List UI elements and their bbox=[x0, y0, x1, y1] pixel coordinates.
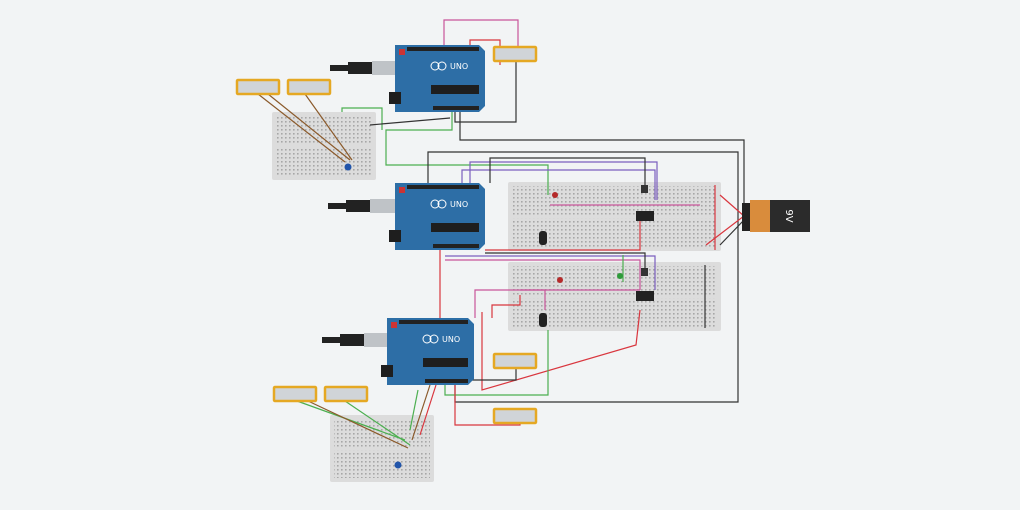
arduino-uno-3[interactable]: UNO bbox=[322, 318, 474, 385]
led[interactable] bbox=[552, 192, 558, 198]
usb-plug bbox=[340, 334, 364, 346]
power-jack[interactable] bbox=[381, 365, 393, 377]
wire[interactable] bbox=[344, 400, 411, 446]
wire[interactable] bbox=[409, 389, 419, 431]
wire[interactable] bbox=[485, 215, 641, 251]
wire[interactable] bbox=[485, 252, 646, 270]
wire[interactable] bbox=[469, 161, 658, 200]
capacitor[interactable] bbox=[539, 231, 547, 245]
wire[interactable] bbox=[296, 400, 406, 441]
wire[interactable] bbox=[341, 107, 383, 130]
reset-button[interactable] bbox=[391, 322, 397, 328]
wire[interactable] bbox=[369, 117, 451, 126]
power-jack[interactable] bbox=[389, 92, 401, 104]
ic-chip[interactable] bbox=[636, 211, 654, 221]
reset-button[interactable] bbox=[399, 49, 405, 55]
wire[interactable] bbox=[445, 259, 641, 290]
wire[interactable] bbox=[304, 93, 353, 161]
sensor-module[interactable] bbox=[286, 78, 332, 96]
sensor-module[interactable] bbox=[492, 45, 538, 63]
usb-cable bbox=[330, 65, 348, 71]
led[interactable] bbox=[557, 277, 563, 283]
transistor[interactable] bbox=[641, 268, 648, 276]
wire[interactable] bbox=[445, 255, 656, 290]
usb-plug bbox=[346, 200, 370, 212]
sensor-module[interactable] bbox=[323, 385, 369, 403]
sensor-module[interactable] bbox=[492, 407, 538, 425]
power-jack[interactable] bbox=[389, 230, 401, 242]
arduino-logo bbox=[430, 61, 440, 71]
button-cap[interactable] bbox=[344, 163, 352, 171]
arduino-uno-1[interactable]: UNO bbox=[330, 45, 485, 112]
wire[interactable] bbox=[257, 93, 346, 163]
wire[interactable] bbox=[481, 309, 641, 391]
usb-connector bbox=[372, 61, 399, 75]
atmega-chip bbox=[431, 85, 479, 94]
digital-header[interactable] bbox=[407, 47, 479, 51]
sensor-module[interactable] bbox=[272, 385, 318, 403]
wire[interactable] bbox=[459, 112, 745, 210]
board-label: UNO bbox=[442, 335, 460, 344]
atmega-chip bbox=[431, 223, 479, 232]
breadboard-upper[interactable] bbox=[508, 182, 721, 251]
wire[interactable] bbox=[474, 289, 546, 318]
wire[interactable] bbox=[307, 400, 409, 449]
digital-header[interactable] bbox=[399, 320, 468, 324]
usb-plug bbox=[348, 62, 372, 74]
wire[interactable] bbox=[411, 384, 431, 441]
wire[interactable] bbox=[444, 330, 549, 396]
power-header[interactable] bbox=[433, 244, 479, 248]
wire[interactable] bbox=[419, 384, 437, 436]
power-header[interactable] bbox=[433, 106, 479, 110]
button-cap[interactable] bbox=[394, 461, 402, 469]
wire[interactable] bbox=[454, 62, 517, 123]
usb-cable bbox=[322, 337, 340, 343]
board-label: UNO bbox=[450, 200, 468, 209]
wire[interactable] bbox=[460, 368, 517, 381]
usb-connector bbox=[364, 333, 391, 347]
board-label: UNO bbox=[450, 62, 468, 71]
ic-chip[interactable] bbox=[636, 291, 654, 301]
battery-cap bbox=[750, 200, 770, 232]
usb-connector bbox=[370, 199, 399, 213]
transistor[interactable] bbox=[641, 185, 648, 193]
sensor-module[interactable] bbox=[235, 78, 281, 96]
battery-label: 9V bbox=[783, 209, 794, 222]
led[interactable] bbox=[617, 273, 623, 279]
wire[interactable] bbox=[267, 93, 351, 161]
arduino-uno-2[interactable]: UNO bbox=[328, 183, 485, 250]
usb-cable bbox=[328, 203, 346, 209]
sensor-module[interactable] bbox=[492, 352, 538, 370]
wire[interactable] bbox=[491, 295, 521, 318]
arduino-logo bbox=[430, 199, 440, 209]
small-breadboard-bottom[interactable] bbox=[330, 415, 434, 482]
arduino-logo bbox=[422, 334, 432, 344]
digital-header[interactable] bbox=[407, 185, 479, 189]
battery[interactable]: 9V bbox=[742, 200, 810, 232]
atmega-chip bbox=[423, 358, 468, 367]
power-header[interactable] bbox=[425, 379, 468, 383]
battery-clip bbox=[742, 203, 750, 231]
reset-button[interactable] bbox=[399, 187, 405, 193]
capacitor[interactable] bbox=[539, 313, 547, 327]
battery-body bbox=[770, 200, 810, 232]
wire[interactable] bbox=[443, 19, 519, 60]
wire[interactable] bbox=[489, 157, 646, 190]
wire[interactable] bbox=[719, 219, 745, 246]
wire[interactable] bbox=[461, 169, 656, 200]
